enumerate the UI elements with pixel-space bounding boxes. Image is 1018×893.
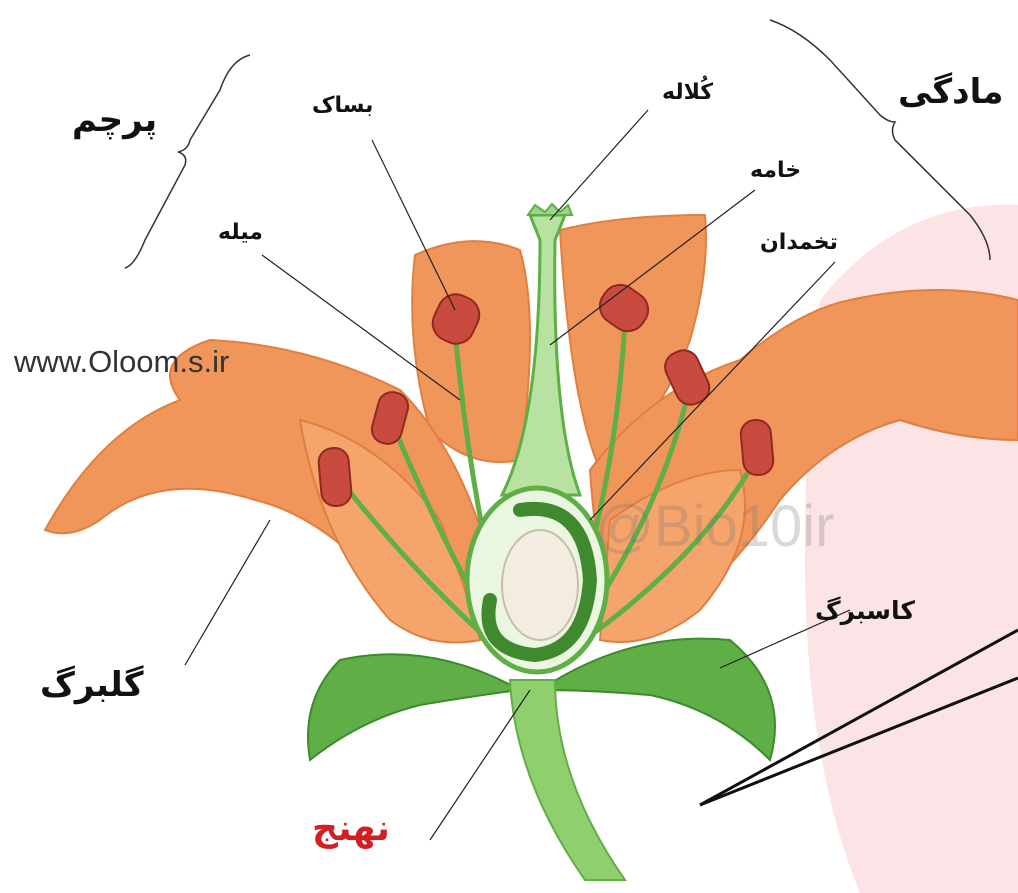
- site-watermark: www.Oloom.s.ir: [14, 344, 229, 380]
- ovule: [502, 530, 578, 640]
- anther-label: بساک: [312, 93, 373, 118]
- ovary-label: تخمدان: [760, 230, 838, 255]
- channel-watermark: @Bio10ir: [595, 493, 834, 560]
- petal-label: گلبرگ: [40, 665, 144, 705]
- pistil-label: مادگی: [898, 72, 1003, 112]
- receptacle-label: نهنج: [312, 808, 390, 849]
- stigma-label: کُلاله: [662, 80, 713, 105]
- sepal-label: کاسبرگ: [815, 596, 915, 625]
- stigma: [528, 204, 572, 215]
- style-label: خامه: [750, 158, 801, 183]
- stem: [510, 680, 625, 880]
- filament-label: میله: [218, 220, 263, 245]
- stamen-label: پرچم: [72, 100, 157, 140]
- sepal-left: [308, 654, 520, 760]
